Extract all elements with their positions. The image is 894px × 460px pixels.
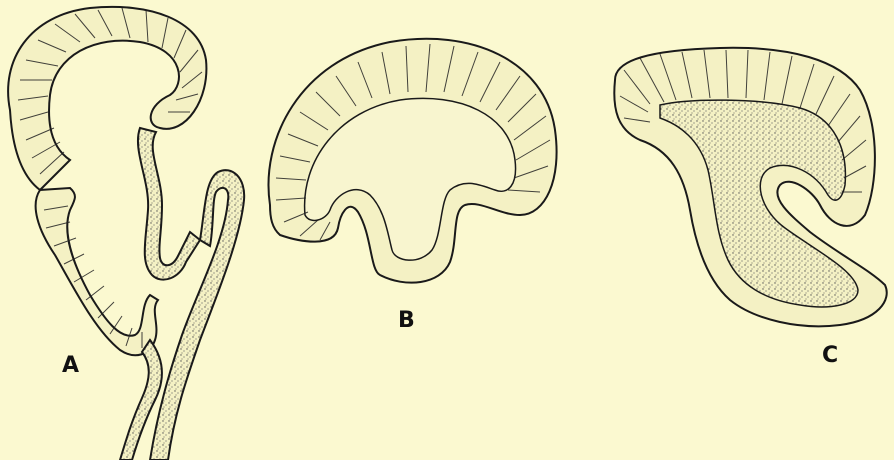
section-a bbox=[8, 7, 244, 460]
figure-label-a: A bbox=[62, 355, 79, 377]
section-a-lower-limb bbox=[36, 188, 158, 355]
figure-label-c: C bbox=[822, 345, 838, 367]
section-a-tube bbox=[150, 170, 244, 460]
figure-label-b: B bbox=[398, 310, 415, 332]
section-b bbox=[269, 39, 557, 283]
section-a-dome bbox=[8, 7, 206, 190]
section-a-stalk bbox=[138, 128, 200, 280]
section-c bbox=[614, 48, 886, 326]
